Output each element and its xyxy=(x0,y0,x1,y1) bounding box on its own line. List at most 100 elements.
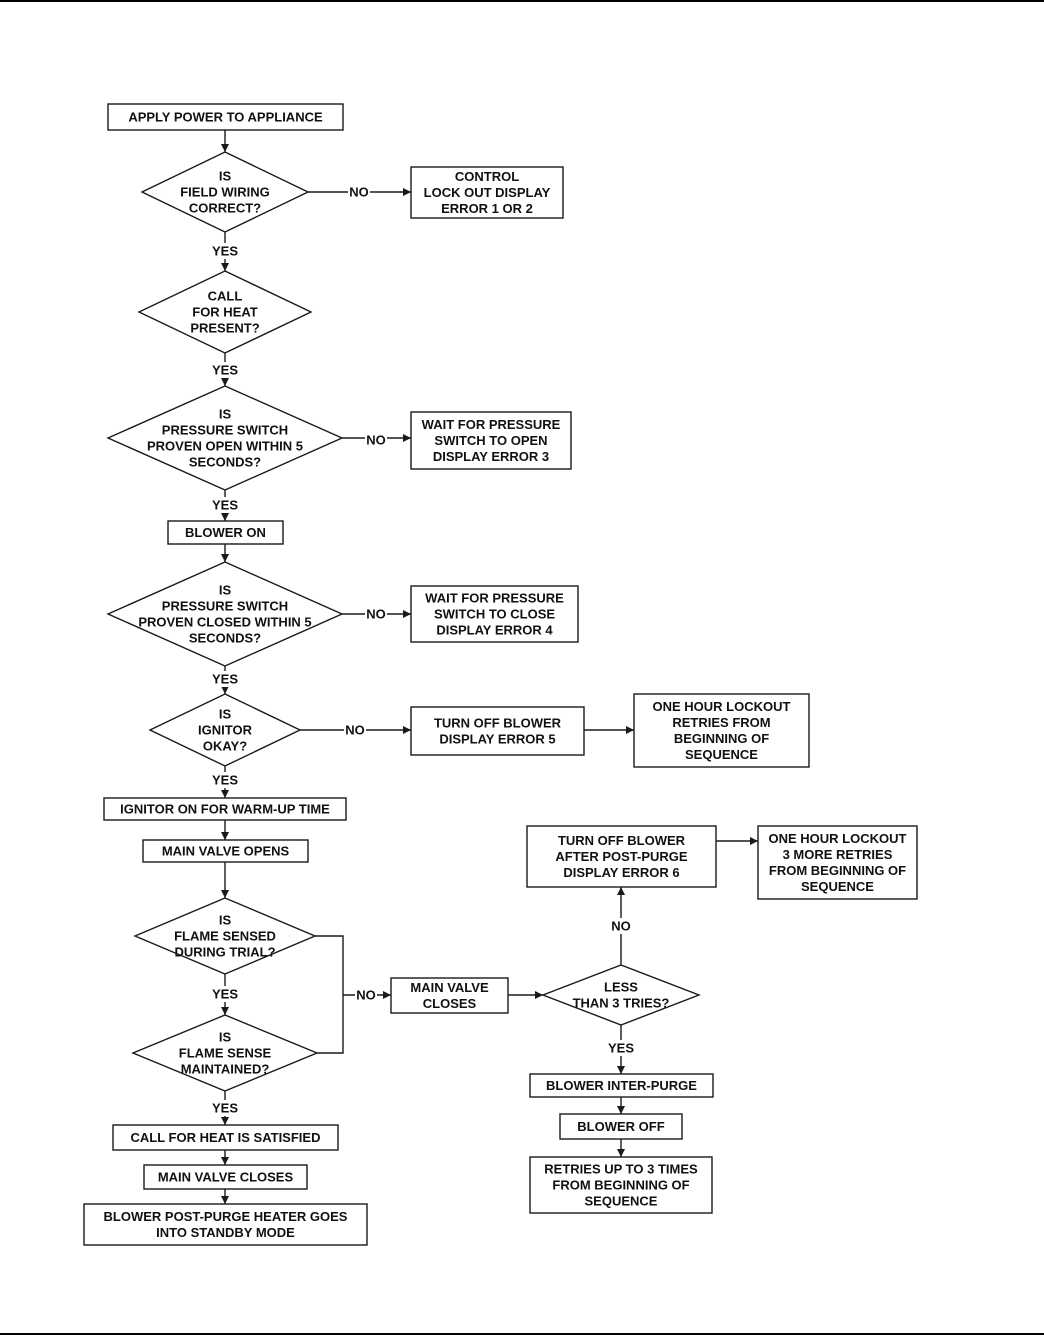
decision-diamond xyxy=(106,385,344,491)
no-label-4-text: NO xyxy=(345,723,365,738)
process-box-frame xyxy=(410,411,572,470)
no-label-4-bg xyxy=(344,722,366,738)
process-box-text-line: DISPLAY ERROR 5 xyxy=(439,732,555,747)
yes-label-7: YES xyxy=(209,1100,241,1116)
decision-text-line: IS xyxy=(219,169,232,184)
yes-label-1-text: YES xyxy=(212,244,238,259)
decision-text-line: FIELD WIRING xyxy=(180,185,270,200)
no-label-4: NO xyxy=(344,722,366,738)
no-label-3-text: NO xyxy=(366,607,386,622)
process-box-text-line: BLOWER ON xyxy=(185,525,266,540)
process-box-text-line: DISPLAY ERROR 6 xyxy=(563,865,679,880)
yes-label-7-text: YES xyxy=(212,1101,238,1116)
yes-label-6: YES xyxy=(209,986,241,1002)
process-box-text-line: WAIT FOR PRESSURE xyxy=(422,417,561,432)
decision-text-line: FOR HEAT xyxy=(192,305,258,320)
process-box-text-line: SWITCH TO CLOSE xyxy=(434,607,555,622)
process-box-text-line: APPLY POWER TO APPLIANCE xyxy=(128,110,323,125)
link-flame-merge xyxy=(315,935,344,1054)
process-box-frame xyxy=(103,797,347,821)
no-label-2-text: NO xyxy=(366,433,386,448)
yes-label-4-bg xyxy=(209,671,241,687)
no-label-6: NO xyxy=(610,918,632,934)
no-label-2: NO xyxy=(365,432,387,448)
process-box-text-line: BEGINNING OF xyxy=(674,731,769,746)
decision-text-line: IS xyxy=(219,707,232,722)
process-box-text-line: SEQUENCE xyxy=(801,879,874,894)
process-box-frame xyxy=(529,1073,714,1098)
link-heat-psopen-arrowhead xyxy=(221,378,229,386)
link-trial-maintained-arrowhead xyxy=(221,1007,229,1015)
link-psclosed-no-arrowhead xyxy=(403,610,411,618)
yes-label-1: YES xyxy=(209,243,241,259)
no-label-5-text: NO xyxy=(356,988,376,1003)
process-box-frame xyxy=(526,825,717,888)
yes-label-4-text: YES xyxy=(212,672,238,687)
decision-text-line: MAINTAINED? xyxy=(181,1062,270,1077)
process-box-text-line: INTO STANDBY MODE xyxy=(156,1225,295,1240)
decision-diamond xyxy=(106,561,344,667)
process-box-frame xyxy=(633,693,810,768)
yes-label-8-bg xyxy=(605,1040,637,1056)
process-box-frame xyxy=(83,1203,368,1246)
yes-label-3: YES xyxy=(209,497,241,513)
yes-label-7-bg xyxy=(209,1100,241,1116)
decision-diamond xyxy=(541,964,701,1026)
process-box-main-valve-opens: MAIN VALVE OPENS xyxy=(142,839,309,863)
decision-text-line: IS xyxy=(219,1030,232,1045)
decision-text-line: CORRECT? xyxy=(189,201,261,216)
link-ignitor-warmup-arrowhead xyxy=(221,790,229,798)
process-box-text-line: SWITCH TO OPEN xyxy=(434,433,547,448)
process-box-text-line: 3 MORE RETRIES xyxy=(783,847,893,862)
process-box-blower-off: BLOWER OFF xyxy=(559,1113,683,1140)
process-box-text-line: LOCK OUT DISPLAY xyxy=(424,185,551,200)
process-box-text-line: BLOWER OFF xyxy=(577,1119,664,1134)
yes-label-2-bg xyxy=(209,362,241,378)
process-box-apply-power: APPLY POWER TO APPLIANCE xyxy=(107,103,344,131)
process-box-text-line: ERROR 1 OR 2 xyxy=(441,201,533,216)
process-box-frame xyxy=(410,706,585,756)
link-warmup-valve-arrowhead xyxy=(221,832,229,840)
link-satisfied-closes-arrowhead xyxy=(221,1157,229,1165)
no-label-3: NO xyxy=(365,606,387,622)
process-box-frame xyxy=(112,1124,339,1151)
decision-text-line: PROVEN CLOSED WITHIN 5 xyxy=(138,615,311,630)
yes-label-5: YES xyxy=(209,772,241,788)
decision-text-line: PRESSURE SWITCH xyxy=(162,599,288,614)
decision-text-line: THAN 3 TRIES? xyxy=(573,996,670,1011)
process-box-text-line: BLOWER POST-PURGE HEATER GOES xyxy=(104,1209,348,1224)
process-box-text-line: CONTROL xyxy=(455,169,519,184)
decision-text-line: OKAY? xyxy=(203,739,247,754)
yes-label-2-text: YES xyxy=(212,363,238,378)
link-err6-lockout-arrowhead xyxy=(750,837,758,845)
link-err5-lockout-arrowhead xyxy=(626,726,634,734)
process-box-text-line: IGNITOR ON FOR WARM-UP TIME xyxy=(120,802,330,817)
decision-text-line: DURING TRIAL? xyxy=(174,945,275,960)
process-box-text-line: TURN OFF BLOWER xyxy=(434,716,562,731)
decision-text-line: FLAME SENSED xyxy=(174,929,276,944)
decision-text-line: PROVEN OPEN WITHIN 5 xyxy=(147,439,303,454)
process-box-inter-purge: BLOWER INTER-PURGE xyxy=(529,1073,714,1098)
process-box-frame xyxy=(390,977,509,1014)
process-box-text-line: MAIN VALVE OPENS xyxy=(162,844,290,859)
process-box-ignitor-on: IGNITOR ON FOR WARM-UP TIME xyxy=(103,797,347,821)
link-ignitor-no-arrowhead xyxy=(403,726,411,734)
link-psopen-no-arrowhead xyxy=(403,434,411,442)
process-box-text-line: MAIN VALVE CLOSES xyxy=(158,1170,294,1185)
process-box-text-line: CLOSES xyxy=(423,996,477,1011)
link-psclosed-ignitor-arrowhead xyxy=(221,686,229,694)
decision-text-line: IS xyxy=(219,583,232,598)
decision-text-line: LESS xyxy=(604,980,638,995)
link-power-wiring-arrowhead xyxy=(221,144,229,152)
